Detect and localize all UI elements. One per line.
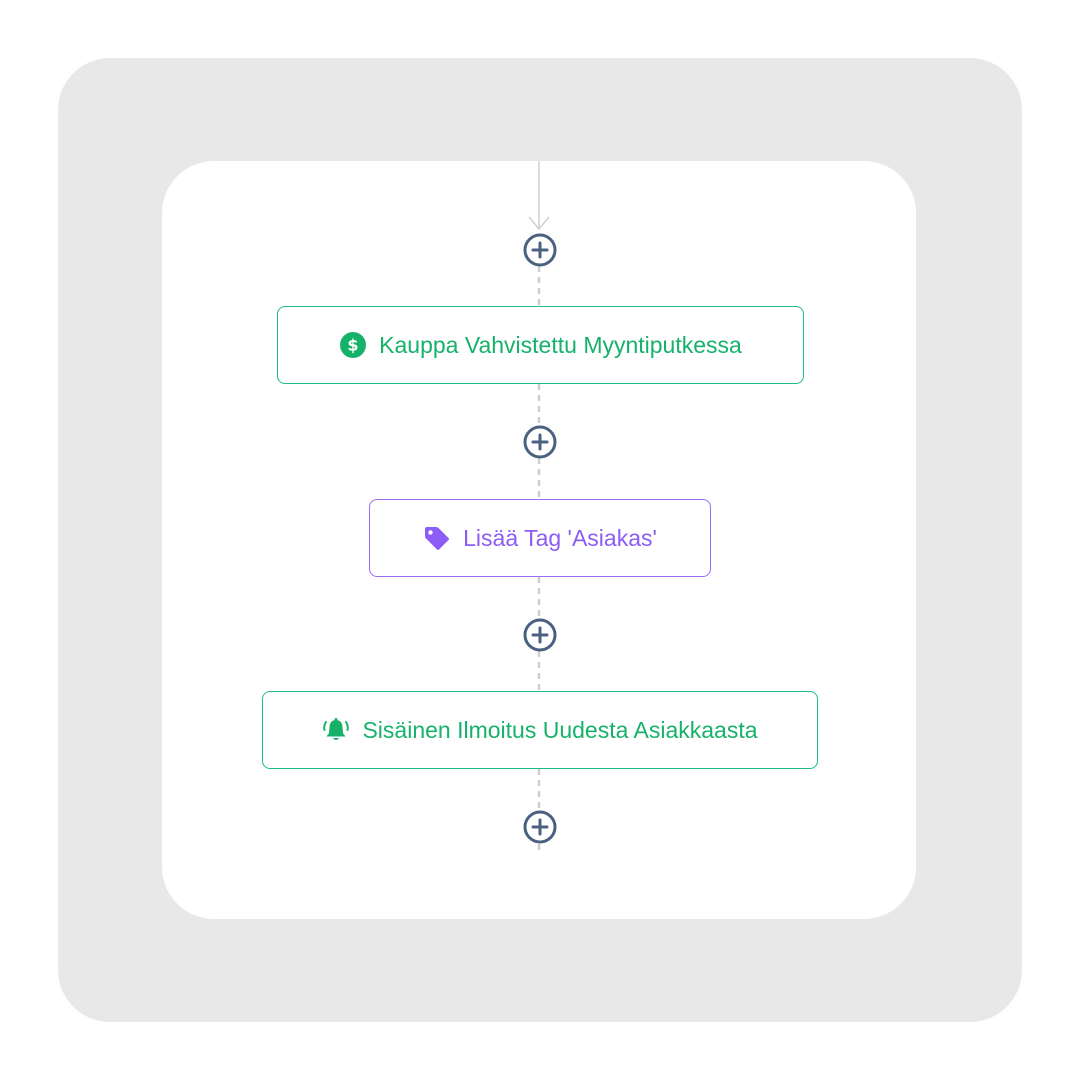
plus-circle-icon <box>523 425 557 459</box>
add-step-button-3[interactable] <box>523 618 557 652</box>
workflow-step-label: Kauppa Vahvistettu Myyntiputkessa <box>379 331 742 358</box>
workflow-step-label: Lisää Tag 'Asiakas' <box>463 524 657 551</box>
workflow-step-internal-notification[interactable]: Sisäinen Ilmoitus Uudesta Asiakkaasta <box>262 691 818 769</box>
add-step-button-2[interactable] <box>523 425 557 459</box>
entry-arrowhead <box>528 216 550 231</box>
plus-circle-icon <box>523 233 557 267</box>
workflow-step-deal-confirmed[interactable]: $ Kauppa Vahvistettu Myyntiputkessa <box>277 306 804 384</box>
plus-circle-icon <box>523 810 557 844</box>
workflow-step-label: Sisäinen Ilmoitus Uudesta Asiakkaasta <box>362 716 758 743</box>
svg-text:$: $ <box>348 336 359 355</box>
add-step-button-1[interactable] <box>523 233 557 267</box>
dollar-circle-icon: $ <box>339 331 367 359</box>
workflow-step-add-tag[interactable]: Lisää Tag 'Asiakas' <box>369 499 711 577</box>
tag-icon <box>423 524 451 552</box>
add-step-button-4[interactable] <box>523 810 557 844</box>
plus-circle-icon <box>523 618 557 652</box>
workflow-canvas: $ Kauppa Vahvistettu Myyntiputkessa Lisä… <box>162 161 916 919</box>
connector-lines <box>528 161 550 853</box>
bell-ringing-icon <box>322 716 350 744</box>
